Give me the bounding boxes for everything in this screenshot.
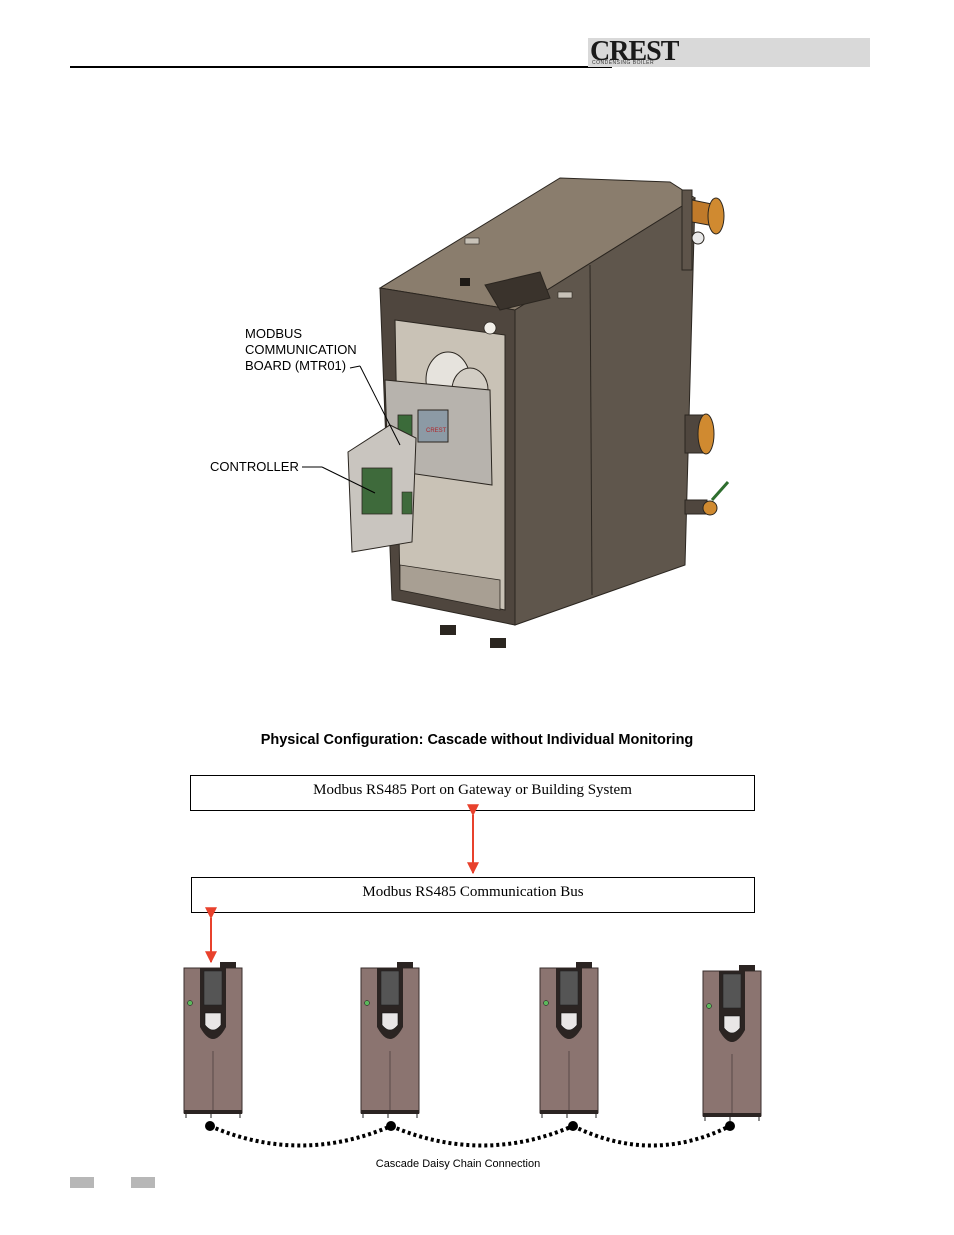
brand-logo-subtitle: CONDENSING BOILER [592, 60, 655, 66]
footer-tab-left [70, 1177, 94, 1188]
header-band [588, 38, 870, 67]
chain-node-2 [386, 1121, 396, 1131]
chain-node-3 [568, 1121, 578, 1131]
boiler-unit-4 [702, 965, 762, 1121]
chain-node-1 [205, 1121, 215, 1131]
boiler-unit-2 [360, 962, 420, 1118]
callout-modbus-text: MODBUS COMMUNICATION BOARD (MTR01) [245, 326, 357, 374]
chain-segment-3 [572, 1124, 731, 1148]
chain-label: Cascade Daisy Chain Connection [375, 1158, 541, 1170]
boiler-unit-3 [539, 962, 599, 1118]
chain-node-4 [725, 1121, 735, 1131]
chain-segment-1 [209, 1124, 392, 1148]
brand-logo: CREST CONDENSING BOILER [590, 38, 690, 68]
header-rule [70, 66, 612, 68]
diagram-title: Physical Configuration: Cascade without … [260, 732, 694, 748]
front-logo: CREST [426, 428, 447, 434]
chain-segment-2 [390, 1124, 574, 1148]
brand-logo-text: CREST [590, 36, 679, 67]
boiler-illustration: CREST [347, 177, 730, 648]
boiler-unit-1 [183, 962, 243, 1118]
callout-controller: CONTROLLER [210, 459, 299, 475]
footer-tab-right [131, 1177, 155, 1188]
bus-box: Modbus RS485 Communication Bus [191, 877, 755, 913]
